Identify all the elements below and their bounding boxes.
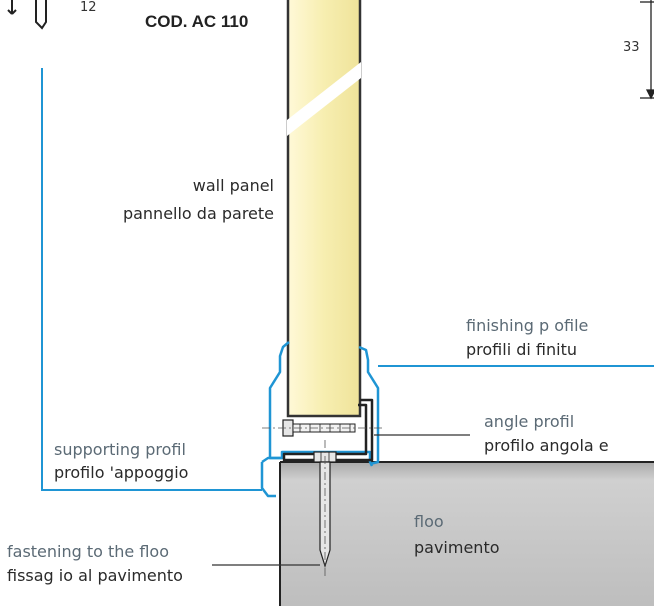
small-profile-detail [7, 0, 47, 30]
floor-label-it: pavimento [414, 538, 500, 557]
wall-panel [286, 0, 362, 418]
product-code: COD. AC 110 [145, 12, 249, 31]
wall-panel-label-it: pannello da parete [122, 204, 274, 223]
angle-profile [282, 398, 374, 462]
supporting-profile-leader [41, 68, 262, 491]
leader-lines [212, 434, 470, 566]
floor-label-en: floo [414, 512, 444, 531]
fastening-label-it: fissag io al pavimento [7, 566, 183, 585]
supporting-profile [260, 450, 374, 498]
supporting-profile-label-en: supporting profil [54, 440, 186, 459]
finishing-profile-label-en: finishing p ofile [466, 316, 589, 335]
angle-profile-label-en: angle profil [484, 412, 575, 431]
supporting-profile-label-it: profilo 'appoggio [54, 463, 189, 482]
finishing-profile-label-it: profili di finitu [466, 340, 577, 359]
wall-panel-label-en: wall panel [192, 176, 274, 195]
floor-fixing-screw [313, 440, 337, 576]
fastening-label-en: fastening to the floo [7, 542, 170, 561]
angle-profile-label-it: profilo angola e [484, 436, 609, 455]
floor-slab [279, 461, 654, 606]
dimension-12-label: 12 [80, 0, 97, 15]
horizontal-bolt [262, 419, 384, 437]
dimension-33-label: 33 [623, 40, 640, 55]
dimension-33 [640, 0, 654, 100]
